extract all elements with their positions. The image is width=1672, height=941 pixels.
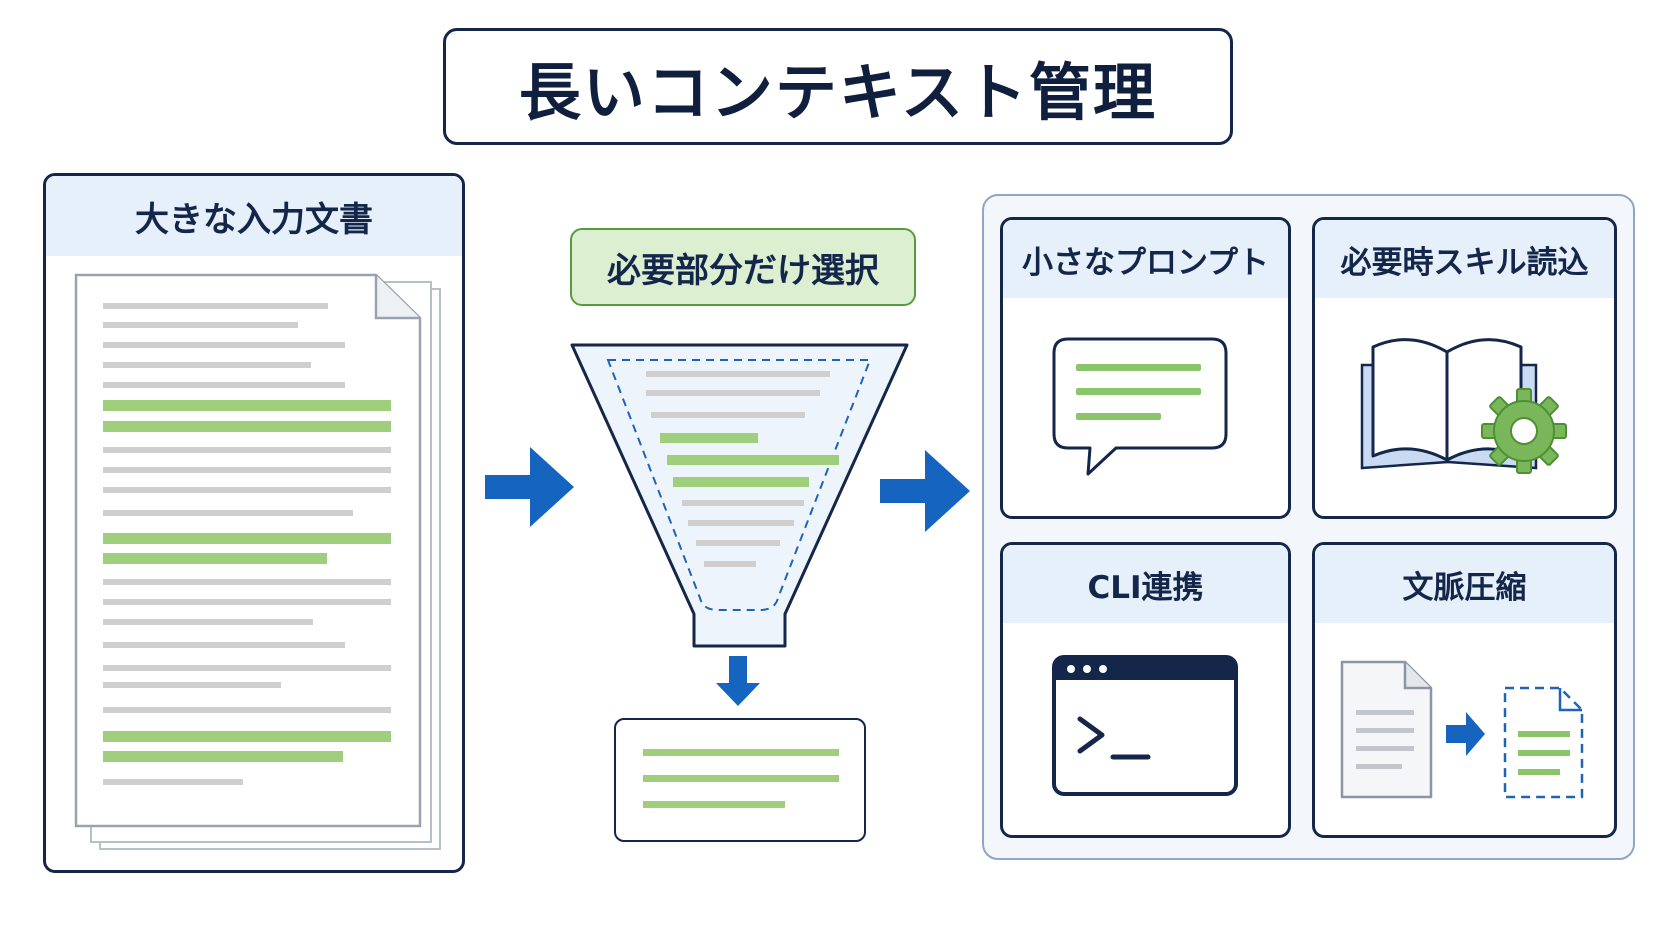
title-box: 長いコンテキスト管理 — [443, 28, 1233, 145]
text-line — [704, 561, 756, 567]
text-line — [696, 540, 780, 546]
highlight-line — [103, 553, 327, 564]
highlight-line — [643, 749, 839, 756]
text-line — [103, 303, 328, 309]
arrow-right-icon — [485, 447, 574, 527]
text-line — [103, 382, 345, 388]
text-line — [103, 510, 353, 516]
card-label: 必要時スキル読込 — [1315, 220, 1614, 298]
text-line — [646, 390, 820, 396]
funnel-icon — [570, 343, 909, 648]
text-line — [688, 520, 794, 526]
funnel-text-lines — [646, 371, 839, 567]
highlight-line — [103, 731, 391, 742]
text-line — [103, 467, 391, 473]
text-line — [103, 642, 345, 648]
page-title: 長いコンテキスト管理 — [518, 55, 1158, 129]
input-document-label: 大きな入力文書 — [46, 176, 462, 256]
highlight-line — [103, 533, 391, 544]
card-label: 小さなプロンプト — [1003, 220, 1288, 298]
card-label: 文脈圧縮 — [1315, 545, 1614, 623]
text-line — [651, 412, 805, 418]
highlight-line — [667, 455, 839, 465]
text-line — [103, 707, 391, 713]
text-line — [103, 362, 311, 368]
text-line — [103, 487, 391, 493]
highlight-line — [643, 801, 785, 808]
arrow-right-icon — [880, 450, 970, 532]
select-needed-label: 必要部分だけ選択 — [570, 228, 916, 306]
text-line — [682, 500, 804, 506]
highlight-line — [660, 433, 758, 443]
document-text-lines — [103, 303, 391, 785]
result-text-lines — [643, 749, 839, 808]
speech-bubble-icon — [1052, 337, 1228, 476]
text-line — [646, 371, 830, 377]
text-line — [103, 619, 313, 625]
gear-icon — [1481, 388, 1567, 474]
highlight-line — [673, 477, 809, 487]
text-line — [103, 779, 243, 785]
text-line — [103, 665, 391, 671]
text-line — [103, 322, 298, 328]
text-line — [103, 342, 345, 348]
text-line — [103, 682, 281, 688]
text-line — [103, 447, 391, 453]
highlight-line — [103, 400, 391, 411]
arrow-down-icon — [716, 656, 760, 706]
text-line — [103, 579, 391, 585]
card-label: CLI連携 — [1003, 545, 1288, 623]
card-small-prompt: 小さなプロンプト — [1000, 217, 1291, 519]
terminal-icon — [1052, 655, 1238, 796]
highlight-line — [103, 751, 343, 762]
highlight-line — [103, 421, 391, 432]
text-line — [103, 599, 391, 605]
document-compress-icon — [1340, 660, 1584, 799]
highlight-line — [643, 775, 839, 782]
